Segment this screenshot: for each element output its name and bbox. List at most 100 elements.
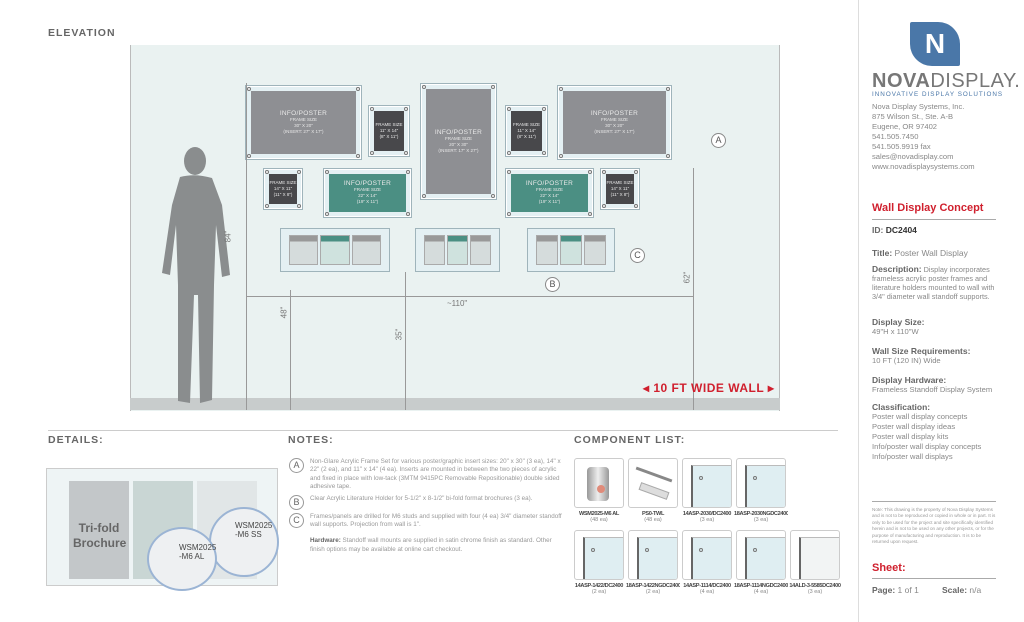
wall-width-label: ◂ 10 FT WIDE WALL ▸ — [643, 381, 775, 395]
dim-line — [693, 168, 694, 410]
note-hardware: Hardware: Standoff wall mounts are suppl… — [310, 537, 552, 553]
divider — [872, 578, 996, 579]
dim-width: ~110" — [447, 299, 468, 308]
component-item[interactable]: 14ASP-1114/DC2400(4 ea) — [680, 530, 734, 595]
acrylic-panel-icon — [736, 458, 786, 508]
note-letter-c: C — [289, 512, 304, 528]
component-qty: (3 ea) — [753, 517, 769, 523]
standoff-dot-icon — [356, 154, 360, 158]
frame-text: (11" X 8") — [610, 192, 630, 197]
callout-c: C — [630, 248, 645, 263]
component-item[interactable]: 18ASP-1422NGDC2400(2 ea) — [626, 530, 680, 595]
standoff-dot-icon — [325, 170, 329, 174]
standoff-dot-icon — [507, 107, 511, 111]
literature-holder[interactable] — [527, 228, 615, 272]
component-code: 14ASP-1422/DC2400 — [574, 583, 624, 589]
dim-line — [290, 290, 291, 410]
frame-text: 22" X 14" — [358, 193, 377, 198]
literature-holder[interactable] — [280, 228, 390, 272]
wall-width-text: 10 FT WIDE WALL — [653, 381, 764, 395]
notes-title: NOTES: — [288, 434, 334, 446]
frame-text: 14" X 11" — [610, 186, 630, 191]
dim-35: 35" — [394, 328, 404, 341]
component-qty: (3 ea) — [807, 589, 823, 595]
address-line: Eugene, OR 97402 — [872, 122, 938, 131]
standoff-dot-icon — [588, 212, 592, 216]
legal-note: Note: This drawing is the property of No… — [872, 507, 996, 545]
frame-text: (INSERT: 17" X 27") — [438, 147, 479, 153]
standoff-al-icon: WSM2025-M6 AL — [147, 527, 217, 591]
frame-text: 11" X 14" — [379, 128, 399, 133]
component-code: 18ASP-1422NGDC2400 — [626, 583, 680, 589]
component-code: PS0-TWL — [641, 511, 665, 517]
note-row-hardware: Hardware: Standoff wall mounts are suppl… — [289, 537, 564, 554]
sidebar — [858, 0, 1024, 622]
standoff-dot-icon — [588, 170, 592, 174]
frame-text: FRAME SIZE — [375, 122, 403, 127]
frame-text: FRAME SIZE — [606, 180, 634, 185]
classification-field: Classification:Poster wall display conce… — [872, 402, 982, 461]
note-a: Non-Glare Acrylic Frame Set for various … — [310, 458, 561, 491]
frame-text: (INSERT: 27" X 17") — [283, 128, 324, 134]
component-item[interactable]: WSM2025-M6 AL(48 ea) — [572, 458, 626, 523]
frame-text: FRAME SIZE — [600, 116, 628, 122]
component-item[interactable]: PS0-TWL(48 ea) — [626, 458, 680, 523]
standoff-dot-icon — [666, 87, 670, 91]
standoff-dot-icon — [370, 151, 374, 155]
human-silhouette-icon — [162, 147, 230, 403]
frame-text: (INSERT: 27" X 17") — [594, 128, 635, 134]
component-qty: (3 ea) — [699, 517, 715, 523]
page-field: Page: 1 of 1 — [872, 585, 919, 595]
standoff-dot-icon — [247, 87, 251, 91]
dim-48: 48" — [279, 306, 289, 319]
floor — [130, 398, 780, 410]
component-item[interactable]: 14ALD-3-5585DC2400(3 ea) — [788, 530, 842, 595]
note-letter-a: A — [289, 458, 304, 473]
frame-text: 30" X 20" — [294, 122, 313, 128]
frame-text: (19" X 11") — [538, 199, 561, 204]
classification-item: Poster wall display kits — [872, 432, 949, 441]
divider — [872, 219, 996, 220]
component-item[interactable]: 14ASP-2030/DC2400(3 ea) — [680, 458, 734, 523]
concept-title: Wall Display Concept — [872, 202, 984, 214]
screw-anchor-icon — [628, 458, 678, 508]
component-code: 14ASP-1114/DC2400 — [683, 583, 731, 589]
note-c: Frames/panels are drilled for M6 studs a… — [310, 512, 562, 529]
standoff-dot-icon — [356, 87, 360, 91]
standoff-dot-icon — [634, 204, 638, 208]
dim-line — [405, 272, 406, 410]
notes-list: A Non-Glare Acrylic Frame Set for variou… — [289, 458, 564, 554]
note-row-b: B Clear Acrylic Literature Holder for 5-… — [289, 494, 564, 510]
frame-text: 11" X 14" — [517, 128, 536, 133]
frame-text: INFO/POSTER — [525, 180, 574, 187]
component-item[interactable]: 18ASP-1114NGDC2400(4 ea) — [734, 530, 788, 595]
frame-text: 14" X 11" — [273, 186, 293, 191]
literature-holder[interactable] — [415, 228, 500, 272]
standoff-dot-icon — [666, 154, 670, 158]
component-item[interactable]: 18ASP-2030NGDC2400(3 ea) — [734, 458, 788, 523]
classification-item: Info/poster wall displays — [872, 452, 953, 461]
component-qty: (2 ea) — [591, 589, 607, 595]
standoff-dot-icon — [542, 107, 546, 111]
note-b: Clear Acrylic Literature Holder for 5-1/… — [310, 494, 533, 502]
address-line: 541.505.7450 — [872, 132, 919, 141]
standoff-dot-icon — [602, 204, 606, 208]
frame-text: FRAME SIZE — [289, 116, 317, 122]
standoff-dot-icon — [265, 170, 269, 174]
component-item[interactable]: 14ASP-1422/DC2400(2 ea) — [572, 530, 626, 595]
address: Nova Display Systems, Inc.875 Wilson St.… — [872, 102, 975, 172]
divider — [872, 501, 996, 502]
